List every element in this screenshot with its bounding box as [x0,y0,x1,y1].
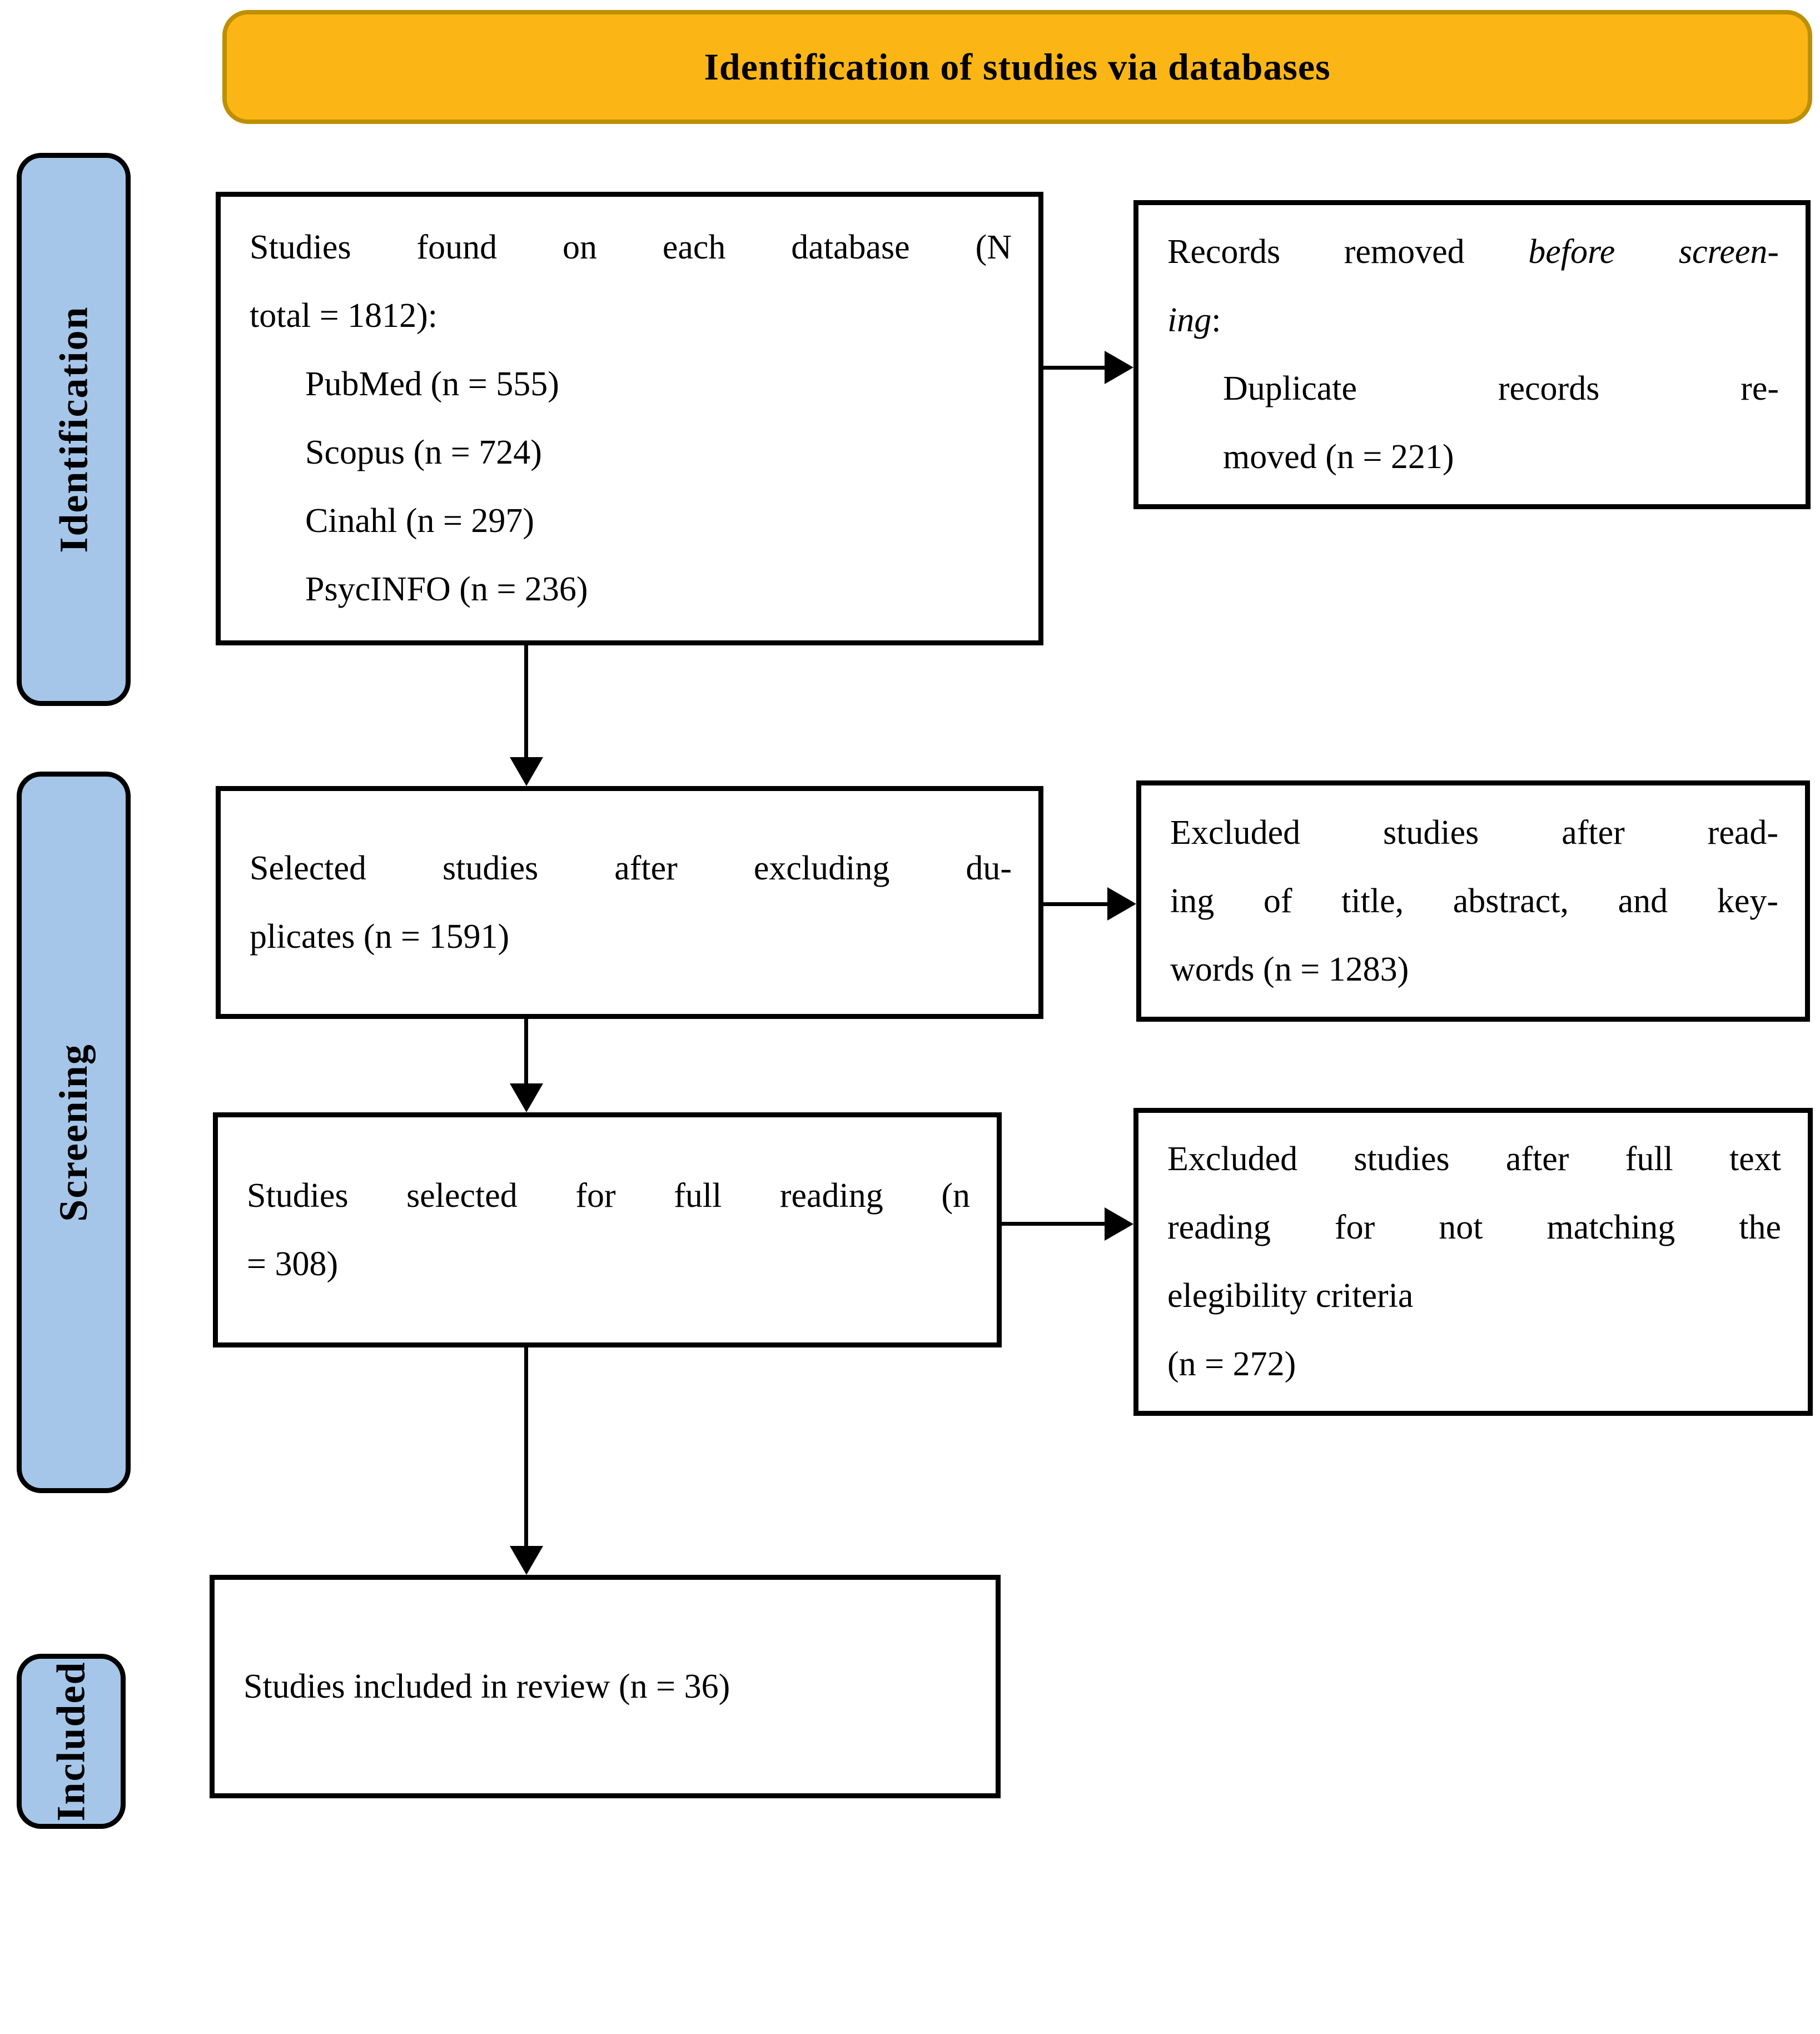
text-segment: (n = 272) [1167,1345,1296,1383]
arrow-selected-to-fullreading-head [510,1083,543,1112]
arrow-found-to-selected-head [510,757,543,786]
text-segment: Duplicate records re- [1223,370,1779,407]
text-line: words (n = 1283) [1170,936,1778,1004]
text-line: Studies selected for full reading (n [247,1162,970,1230]
box-studies-full-reading: Studies selected for full reading (n = 30… [213,1112,1002,1347]
text-line: PubMed (n = 555) [250,350,1012,419]
stage-screening-label: Screening [51,1043,96,1222]
text-segment: Scopus (n = 724) [305,434,542,471]
title-text: Identification of studies via databases [704,46,1331,88]
text-line: ing of title, abstract, and key- [1170,867,1778,936]
text-line: elegibility criteria [1167,1262,1781,1330]
italic-text-segment: ing [1167,301,1212,339]
text-line: = 308) [247,1230,970,1299]
text-line: Scopus (n = 724) [250,419,1012,487]
text-segment: Records removed [1167,233,1529,271]
text-line: Selected studies after excluding du- [250,834,1012,903]
text-segment: Studies selected for full reading (n [247,1176,970,1215]
box-excluded-full-text: Excluded studies after full text reading … [1133,1108,1813,1416]
arrow-found-to-removed-shaft [1043,366,1106,370]
arrow-selected-to-excluded-shaft [1043,902,1109,906]
arrow-found-to-selected-shaft [524,645,528,759]
text-line: Excluded studies after read- [1170,799,1778,867]
text-segment: PsycINFO (n = 236) [305,570,588,608]
text-segment: Studies included in review (n = 36) [243,1667,730,1705]
text-segment: Excluded studies after read- [1170,813,1778,852]
text-segment: ing of title, abstract, and key- [1170,882,1778,920]
text-segment: moved (n = 221) [1223,438,1454,476]
box-studies-found: Studies found on each database (N total =… [216,192,1043,645]
text-segment: plicates (n = 1591) [250,917,510,956]
arrow-fullreading-to-included-shaft [524,1347,528,1548]
arrow-fullreading-to-included-head [510,1546,543,1575]
text-line: PsycINFO (n = 236) [250,555,1012,624]
text-line: Duplicate records re- [1167,355,1779,423]
text-line: ing: [1167,286,1779,355]
text-line: plicates (n = 1591) [250,903,1012,971]
box-selected-after-excluding-duplicates: Selected studies after excluding du-plic… [216,786,1043,1019]
text-segment: Excluded studies after full text [1167,1140,1781,1178]
text-segment: Cinahl (n = 297) [305,502,535,540]
stage-identification-label: Identification [51,306,96,553]
text-line: Cinahl (n = 297) [250,487,1012,555]
text-line: reading for not matching the [1167,1193,1781,1262]
text-segment: total = 1812): [250,297,438,335]
box-excluded-title-abstract-keywords: Excluded studies after read-ing of title… [1136,780,1810,1022]
title-banner: Identification of studies via databases [222,10,1812,124]
stage-included-label: Included [48,1661,93,1822]
box-studies-included-review: Studies included in review (n = 36) [210,1575,1001,1798]
text-segment: words (n = 1283) [1170,950,1409,988]
arrow-selected-to-fullreading-shaft [524,1019,528,1085]
arrow-found-to-removed-head [1105,351,1133,384]
text-line: (n = 272) [1167,1330,1781,1399]
text-segment: elegibility criteria [1167,1277,1414,1315]
arrow-fullreading-to-excluded-shaft [1002,1222,1106,1226]
text-line: Studies included in review (n = 36) [243,1653,969,1721]
text-segment: Selected studies after excluding du- [250,849,1012,887]
stage-included: Included [17,1654,126,1829]
stage-identification: Identification [17,153,131,706]
text-line: Studies found on each database (N [250,213,1012,282]
arrow-fullreading-to-excluded-head [1105,1207,1133,1241]
text-segment: = 308) [247,1245,339,1283]
text-line: Excluded studies after full text [1167,1125,1781,1193]
text-segment: : [1211,301,1221,339]
arrow-selected-to-excluded-head [1107,887,1136,921]
text-segment: Studies found on each database (N [250,228,1012,266]
text-line: total = 1812): [250,282,1012,350]
stage-screening: Screening [17,772,131,1493]
text-segment: PubMed (n = 555) [305,365,559,403]
text-segment: reading for not matching the [1167,1209,1781,1246]
italic-text-segment: before screen- [1528,233,1779,271]
text-line: moved (n = 221) [1167,423,1779,491]
text-line: Records removed before screen- [1167,218,1779,286]
box-records-removed-before-screening: Records removed before screen-ing:Duplic… [1133,200,1811,509]
